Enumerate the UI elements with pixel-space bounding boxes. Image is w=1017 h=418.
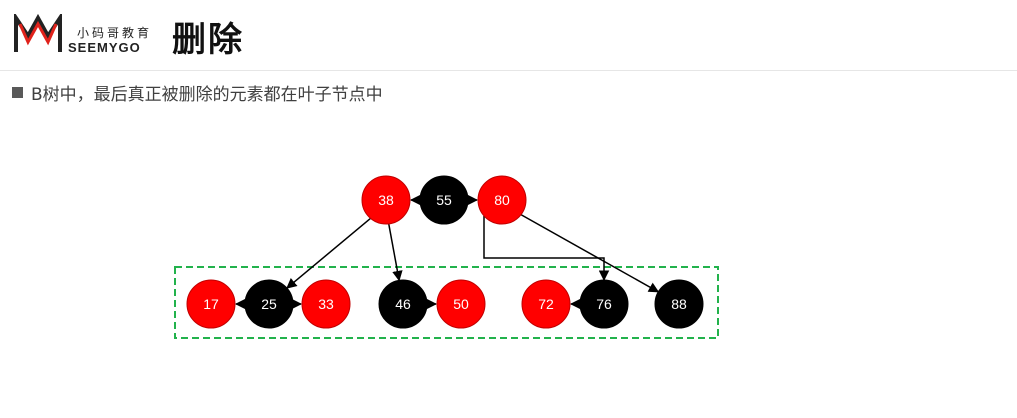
link-38-46 bbox=[387, 223, 403, 282]
node-88-circle bbox=[654, 279, 704, 329]
link-80-76 bbox=[483, 216, 610, 282]
page-title: 删除 bbox=[172, 20, 244, 60]
node-80: 80 bbox=[477, 175, 527, 225]
node-33-circle bbox=[301, 279, 351, 329]
bullet-text: B树中，最后真正被删除的元素都在叶子节点中 bbox=[31, 84, 383, 105]
logo-chinese-text: 小码哥教育 bbox=[77, 26, 153, 40]
node-80-label: 80 bbox=[494, 192, 510, 208]
node-50-label: 50 bbox=[453, 296, 469, 312]
node-76-label: 76 bbox=[596, 296, 612, 312]
square-bullet-icon bbox=[12, 86, 23, 98]
node-55-circle bbox=[419, 175, 469, 225]
node-88: 88 bbox=[654, 279, 704, 329]
node-38: 38 bbox=[361, 175, 411, 225]
node-88-label: 88 bbox=[671, 296, 687, 312]
node-33: 33 bbox=[301, 279, 351, 329]
node-38-label: 38 bbox=[378, 192, 394, 208]
node-17-circle bbox=[186, 279, 236, 329]
node-55-label: 55 bbox=[436, 192, 452, 208]
logo-english-text: SEEMYGO bbox=[68, 40, 141, 55]
node-72: 72 bbox=[521, 279, 571, 329]
node-80-circle bbox=[477, 175, 527, 225]
leaf-nodes-dashed-box bbox=[174, 266, 719, 339]
node-72-circle bbox=[521, 279, 571, 329]
node-76: 76 bbox=[579, 279, 629, 329]
node-72-label: 72 bbox=[538, 296, 554, 312]
node-46: 46 bbox=[378, 279, 428, 329]
node-38-circle bbox=[361, 175, 411, 225]
bullet-point: B树中，最后真正被删除的元素都在叶子节点中 bbox=[12, 80, 383, 105]
link-80-88 bbox=[516, 211, 660, 293]
node-50: 50 bbox=[436, 279, 486, 329]
node-17: 17 bbox=[186, 279, 236, 329]
node-46-circle bbox=[378, 279, 428, 329]
logo: 小码哥教育 SEEMYGO bbox=[14, 10, 154, 60]
node-46-label: 46 bbox=[395, 296, 411, 312]
node-25-circle bbox=[244, 279, 294, 329]
node-50-circle bbox=[436, 279, 486, 329]
node-25: 25 bbox=[244, 279, 294, 329]
node-55: 55 bbox=[419, 175, 469, 225]
node-17-label: 17 bbox=[203, 296, 219, 312]
node-25-label: 25 bbox=[261, 296, 277, 312]
link-38-25 bbox=[286, 215, 374, 289]
header: 小码哥教育 SEEMYGO 删除 bbox=[0, 0, 1017, 71]
node-76-circle bbox=[579, 279, 629, 329]
node-33-label: 33 bbox=[318, 296, 334, 312]
seemygo-logo-icon bbox=[14, 14, 62, 52]
